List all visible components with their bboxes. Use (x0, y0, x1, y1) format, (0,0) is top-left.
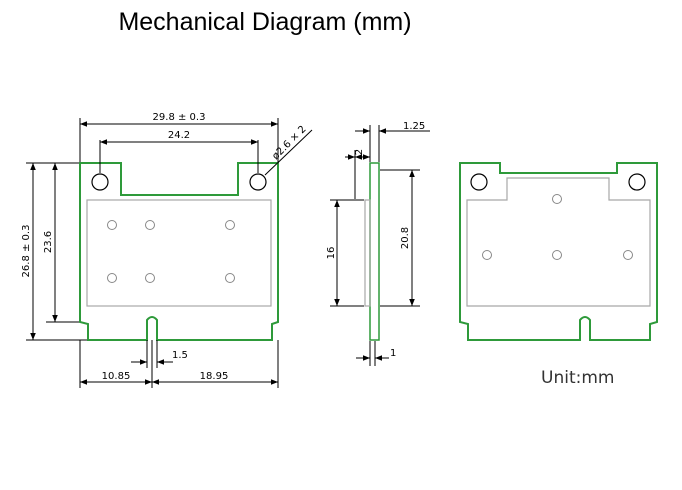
front-inner-area (86, 199, 272, 307)
side-right-height-label: 20.8 (400, 227, 411, 249)
contact-pad (145, 273, 155, 283)
left-offset-label: 10.85 (102, 371, 131, 382)
side-board-outline (369, 162, 380, 341)
contact-pad (552, 194, 562, 204)
side-component-body (364, 199, 371, 307)
contact-pad (552, 250, 562, 260)
back-board-outline (459, 162, 658, 341)
side-top-label-2: 2 (354, 149, 365, 155)
side-left-height-label: 16 (326, 247, 337, 260)
contact-pad (225, 273, 235, 283)
contact-pad (107, 273, 117, 283)
contact-pad (145, 220, 155, 230)
contact-pad (225, 220, 235, 230)
front-view: 29.8 ± 0.3 24.2 ø2.6 × 2 26.8 ± 0.3 23.6… (21, 112, 313, 388)
front-board-outline (79, 162, 279, 341)
side-dimension-lines (330, 125, 430, 366)
width-dimension-label: 29.8 ± 0.3 (153, 112, 206, 123)
side-view: 2 1.25 16 20.8 1 (326, 121, 430, 366)
inner-height-label: 23.6 (43, 231, 54, 253)
right-offset-label: 18.95 (200, 371, 229, 382)
page-title: Mechanical Diagram (mm) (118, 8, 412, 36)
side-bottom-label: 1 (390, 348, 396, 359)
back-view (459, 162, 658, 341)
hole-diameter-label: ø2.6 × 2 (270, 124, 308, 162)
back-inner-area (466, 177, 651, 307)
mount-hole-left (91, 173, 109, 191)
mount-hole-right (249, 173, 267, 191)
contact-pad (482, 250, 492, 260)
unit-label: Unit:mm (541, 368, 614, 388)
contact-pad (107, 220, 117, 230)
back-mount-hole-left (470, 173, 488, 191)
back-contact-pads (482, 194, 633, 260)
hole-spacing-label: 24.2 (168, 130, 190, 141)
contact-pad (623, 250, 633, 260)
side-top-label-1-25: 1.25 (403, 121, 425, 132)
height-dimension-label: 26.8 ± 0.3 (21, 225, 32, 278)
contact-pads (107, 220, 235, 283)
front-dimension-lines (26, 118, 313, 388)
notch-width-label: 1.5 (172, 350, 188, 361)
back-mount-hole-right (628, 173, 646, 191)
